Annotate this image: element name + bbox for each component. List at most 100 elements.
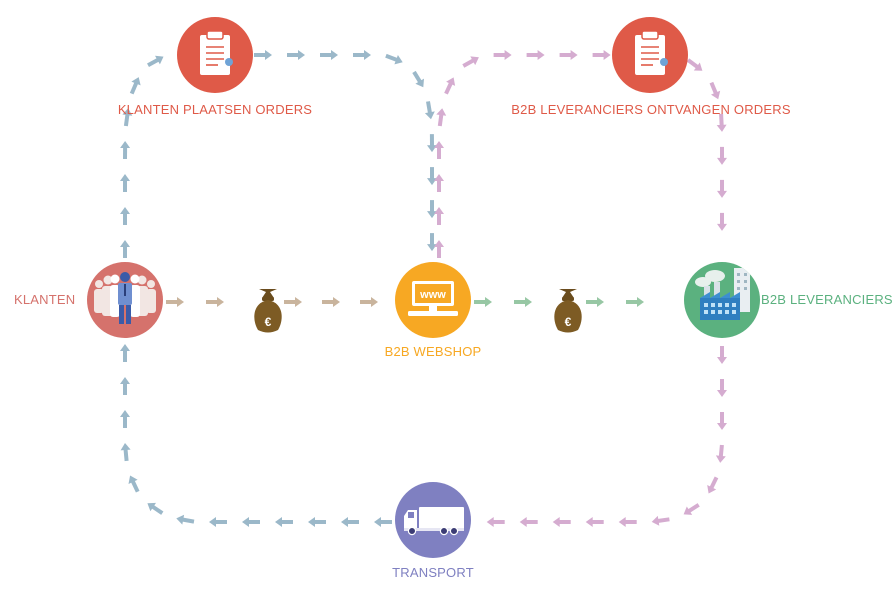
arrow-head — [603, 50, 611, 60]
euro-symbol: € — [265, 315, 272, 329]
arrow-head — [525, 297, 532, 307]
arrow-head — [427, 244, 437, 252]
screen-text: www — [419, 289, 446, 301]
arrow-head — [434, 174, 444, 181]
arrow-head — [308, 517, 315, 527]
arrow-head — [131, 77, 141, 86]
arrow-head — [717, 423, 727, 430]
transport-node — [395, 482, 471, 558]
transport-label: TRANSPORT — [392, 565, 474, 580]
leveranciers-label: B2B LEVERANCIERS — [761, 292, 893, 307]
arrow-segment — [426, 101, 432, 114]
arrow-head — [486, 517, 494, 527]
arrow-segment — [147, 57, 160, 68]
arrow-head — [715, 455, 726, 463]
arrow-segment — [718, 444, 724, 458]
leveranciers-orders-label: B2B LEVERANCIERS ONTVANGEN ORDERS — [511, 101, 790, 118]
arrow-segment — [687, 503, 700, 513]
arrow-head — [120, 141, 131, 148]
klanten-orders-label: KLANTEN PLAATSEN ORDERS — [118, 101, 312, 118]
money-bag-icon: € — [254, 289, 282, 333]
arrow-segment — [412, 70, 422, 84]
arrow-head — [394, 55, 403, 65]
arrow-head — [434, 207, 444, 214]
arrow-head — [637, 297, 644, 307]
arrow-head — [436, 108, 447, 116]
leveranciers-node — [684, 262, 760, 338]
arrow-head — [371, 297, 378, 307]
arrow-head — [434, 141, 444, 148]
arrow-head — [341, 517, 348, 527]
arrow-head — [552, 517, 560, 527]
klanten-label: KLANTEN — [14, 292, 76, 307]
arrow-segment — [686, 58, 699, 69]
supplier-payment-arrows — [474, 297, 644, 307]
arrow-head — [242, 517, 249, 527]
arrow-segment — [129, 81, 139, 95]
arrow-head — [717, 190, 727, 198]
arrow-segment — [437, 113, 444, 127]
arrow-segment — [130, 480, 140, 493]
arrow-segment — [444, 82, 453, 95]
arrow-head — [585, 517, 593, 527]
arrow-head — [331, 50, 338, 60]
arrow-head — [120, 207, 130, 214]
arrow-segment — [181, 517, 195, 524]
euro-symbol: € — [565, 315, 572, 329]
arrow-head — [717, 157, 727, 165]
arrow-head — [120, 410, 130, 417]
arrow-head — [683, 506, 693, 515]
arrow-head — [120, 344, 130, 351]
arrow-segment — [151, 504, 164, 515]
arrow-head — [265, 50, 272, 60]
customer-order-flow-arrows — [120, 50, 437, 527]
arrow-head — [364, 50, 371, 60]
arrow-segment — [462, 58, 475, 68]
supplier-order-flow-arrows — [434, 50, 727, 527]
arrow-head — [519, 517, 527, 527]
customer-payment-arrows — [166, 297, 378, 307]
arrow-head — [122, 108, 133, 116]
arrow-head — [176, 514, 185, 525]
arrow-segment — [123, 113, 130, 127]
arrow-head — [298, 50, 305, 60]
arrow-head — [485, 297, 492, 307]
arrow-head — [618, 517, 626, 527]
clipboard-icon — [635, 30, 668, 75]
arrow-head — [693, 62, 703, 71]
arrow-head — [427, 211, 437, 219]
arrow-head — [504, 50, 512, 60]
truck-icon — [404, 507, 464, 536]
arrow-head — [177, 297, 184, 307]
arrow-head — [717, 223, 727, 231]
arrow-segment — [719, 113, 724, 126]
webshop-node: www — [395, 262, 471, 338]
arrow-head — [446, 77, 456, 86]
arrow-head — [470, 56, 479, 66]
arrow-segment — [709, 81, 718, 95]
arrow-head — [427, 178, 437, 186]
arrow-head — [717, 390, 727, 397]
computer-icon: www — [408, 281, 458, 316]
klanten-node — [87, 262, 163, 338]
webshop-label: B2B WEBSHOP — [384, 344, 482, 359]
arrow-segment — [385, 53, 398, 62]
arrow-head — [275, 517, 282, 527]
arrow-head — [120, 174, 130, 181]
people-icon — [94, 272, 156, 324]
leveranciers-orders-node — [612, 17, 688, 93]
arrow-head — [333, 297, 340, 307]
klanten-orders-node — [177, 17, 253, 93]
arrow-head — [295, 297, 302, 307]
arrow-head — [537, 50, 545, 60]
person-figure — [118, 272, 132, 324]
arrow-head — [120, 240, 130, 247]
arrow-head — [147, 502, 156, 512]
arrow-head — [120, 377, 130, 384]
arrow-segment — [709, 476, 719, 490]
arrow-head — [128, 475, 138, 484]
klanten-orders-label-line2: PLAATSEN ORDERS — [183, 102, 313, 117]
arrow-head — [711, 90, 721, 100]
factory-icon — [695, 268, 750, 320]
arrow-head — [415, 78, 424, 88]
